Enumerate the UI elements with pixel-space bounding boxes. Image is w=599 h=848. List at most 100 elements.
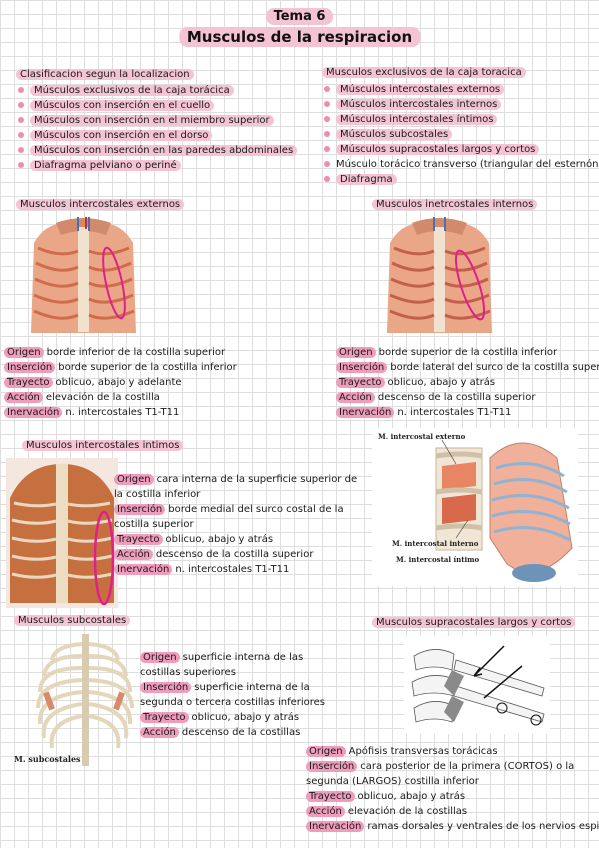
list-item: Músculos exclusivos de la caja torácica: [16, 83, 297, 98]
list-item: Músculos con inserción en el dorso: [16, 128, 297, 143]
subcostales-figure-label: M. subcostales: [14, 754, 81, 764]
classification-list: Músculos exclusivos de la caja torácica …: [16, 83, 298, 173]
supracostales-heading-text: Musculos supracostales largos y cortos: [372, 617, 576, 628]
origen-label: Origen: [306, 746, 346, 757]
list-item: Músculos intercostales íntimos: [322, 112, 599, 127]
intercostal-layers-figure: M. intercostal externo M. intercostal in…: [372, 428, 578, 586]
trayecto-label: Trayecto: [4, 377, 53, 388]
exclusive-heading: Musculos exclusivos de la caja toracica: [322, 66, 526, 80]
trayecto-label: Trayecto: [336, 377, 385, 388]
list-item-text: Diafragma: [336, 174, 397, 185]
internos-accion: descenso de la costilla superior: [377, 392, 536, 403]
insercion-label: Inserción: [140, 682, 192, 693]
supracostales-origen: Apófisis transversas torácicas: [348, 746, 498, 757]
exclusive-heading-text: Musculos exclusivos de la caja toracica: [322, 67, 526, 78]
externos-trayecto: oblicuo, abajo y adelante: [55, 377, 182, 388]
internos-heading-text: Musculos inetrcostales internos: [372, 199, 538, 210]
inervacion-label: Inervación: [4, 407, 63, 418]
intimos-heading: Musculos intercostales intimos: [22, 439, 184, 453]
list-item: Músculos con inserción en el miembro sup…: [16, 113, 297, 128]
internos-trayecto: oblicuo, abajo y atrás: [387, 377, 496, 388]
subcostales-heading: Musculos subcostales: [14, 614, 131, 628]
page-subtitle: Musculos de la respiracion: [178, 27, 421, 47]
accion-label: Acción: [114, 549, 153, 560]
inervacion-label: Inervación: [114, 564, 173, 575]
list-item: Diafragma: [322, 172, 599, 187]
insercion-label: Inserción: [306, 761, 358, 772]
page-title: Tema 6: [265, 8, 334, 25]
trayecto-label: Trayecto: [306, 791, 355, 802]
list-item-text: Músculos con inserción en el dorso: [30, 130, 213, 141]
thorax-external-figure: [31, 217, 136, 333]
list-item-text: Músculos con inserción en el miembro sup…: [30, 115, 274, 126]
trayecto-label: Trayecto: [114, 534, 163, 545]
list-item: Músculo torácico transverso (triangular …: [322, 157, 599, 172]
supracostal-figure: [404, 636, 550, 734]
list-item-text: Músculos exclusivos de la caja torácica: [30, 85, 234, 96]
externos-heading: Musculos intercostales externos: [16, 198, 185, 212]
accion-label: Acción: [140, 727, 179, 738]
list-item-text: Músculos intercostales externos: [336, 84, 505, 95]
externos-inervacion: n. intercostales T1-T11: [65, 407, 180, 418]
externos-origen: borde inferior de la costilla superior: [46, 347, 226, 358]
list-item-text: Músculos intercostales íntimos: [336, 114, 498, 125]
subcostales-origen: superficie interna de las costillas supe…: [140, 652, 304, 678]
intimos-accion: descenso de la costilla superior: [155, 549, 314, 560]
intimos-inervacion: n. intercostales T1-T11: [175, 564, 290, 575]
internos-origen: borde superior de la costilla inferior: [378, 347, 558, 358]
label-externo: M. intercostal externo: [378, 432, 466, 441]
list-item-text: Músculos intercostales internos: [336, 99, 502, 110]
list-item: Músculos intercostales internos: [322, 97, 599, 112]
inervacion-label: Inervación: [306, 821, 365, 832]
supracostales-heading: Musculos supracostales largos y cortos: [372, 616, 576, 630]
inervacion-label: Inervación: [336, 407, 395, 418]
intimos-trayecto: oblicuo, abajo y atrás: [165, 534, 274, 545]
list-item-text: Músculos con inserción en las paredes ab…: [30, 145, 298, 156]
list-item: Músculos subcostales: [322, 127, 599, 142]
ribcage-figure: [36, 634, 134, 766]
insercion-label: Inserción: [114, 504, 166, 515]
list-item: Diafragma pelviano o periné: [16, 158, 297, 173]
origen-label: Origen: [114, 474, 154, 485]
accion-label: Acción: [4, 392, 43, 403]
externos-insercion: borde superior de la costilla inferior: [58, 362, 237, 373]
list-item: Músculos supracostales largos y cortos: [322, 142, 599, 157]
insercion-label: Inserción: [4, 362, 56, 373]
supracostales-accion: elevación de la costillas: [347, 806, 468, 817]
intimos-origen: cara interna de la superficie superior d…: [114, 474, 358, 500]
origen-label: Origen: [140, 652, 180, 663]
list-item: Músculos con inserción en las paredes ab…: [16, 143, 298, 158]
internos-insercion: borde lateral del surco de la costilla s…: [390, 362, 599, 373]
classification-heading: Clasificacion segun la localizacion: [16, 68, 194, 82]
exclusive-list: Músculos intercostales externos Músculos…: [322, 82, 599, 187]
externos-heading-text: Musculos intercostales externos: [16, 199, 185, 210]
subcostales-insercion: superficie interna de la segunda o terce…: [140, 682, 326, 708]
origen-label: Origen: [336, 347, 376, 358]
list-item: Músculos con inserción en el cuello: [16, 98, 297, 113]
list-item: Músculos intercostales externos: [322, 82, 599, 97]
supracostales-trayecto: oblicuo, abajo y atrás: [357, 791, 466, 802]
accion-label: Acción: [336, 392, 375, 403]
origen-label: Origen: [4, 347, 44, 358]
supracostales-insercion: cara posterior de la primera (CORTOS) o …: [306, 761, 575, 787]
subcostales-heading-text: Musculos subcostales: [14, 615, 131, 626]
label-intimo: M. intercostal íntimo: [396, 555, 480, 564]
externos-accion: elevación de la costilla: [45, 392, 160, 403]
intimos-insercion: borde medial del surco costal de la cost…: [114, 504, 344, 530]
trayecto-label: Trayecto: [140, 712, 189, 723]
list-item-text: Músculo torácico transverso (triangular …: [336, 159, 599, 170]
list-item-text: Músculos subcostales: [336, 129, 453, 140]
label-interno: M. intercostal interno: [392, 539, 479, 548]
list-item-text: Diafragma pelviano o periné: [30, 160, 181, 171]
subcostales-trayecto: oblicuo, abajo y atrás: [191, 712, 300, 723]
thorax-internal-figure: [387, 217, 492, 333]
subcostales-accion: descenso de la costillas: [181, 727, 301, 738]
accion-label: Acción: [306, 806, 345, 817]
supracostales-inervacion: ramas dorsales y ventrales de los nervio…: [367, 821, 599, 832]
list-item-text: Músculos con inserción en el cuello: [30, 100, 215, 111]
